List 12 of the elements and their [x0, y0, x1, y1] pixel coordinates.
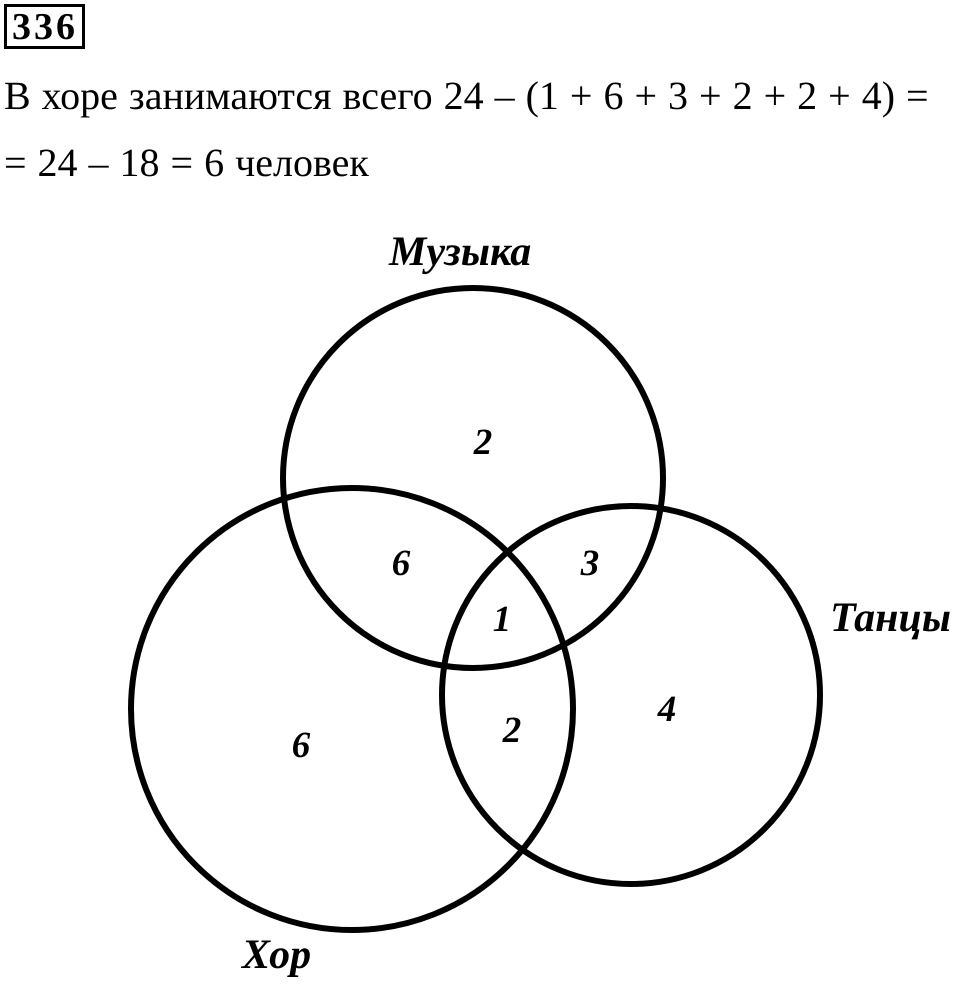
region-count: 4: [658, 693, 676, 727]
problem-number: 336: [4, 4, 85, 49]
solution-text: В хоре занимаются всего 24 – (1 + 6 + 3 + 2 + 2 + 4) = = 24 – 18 = 6 человек: [4, 72, 930, 187]
region-count: 2: [474, 426, 492, 460]
region-count: 6: [392, 547, 410, 581]
set-label: Танцы: [830, 597, 951, 639]
region-count: 2: [502, 714, 522, 748]
set-label: Хор: [242, 934, 312, 976]
region-count: 3: [580, 547, 600, 581]
set-label: Музыка: [389, 231, 532, 273]
region-count: 6: [292, 729, 310, 763]
region-count: 1: [492, 603, 512, 637]
